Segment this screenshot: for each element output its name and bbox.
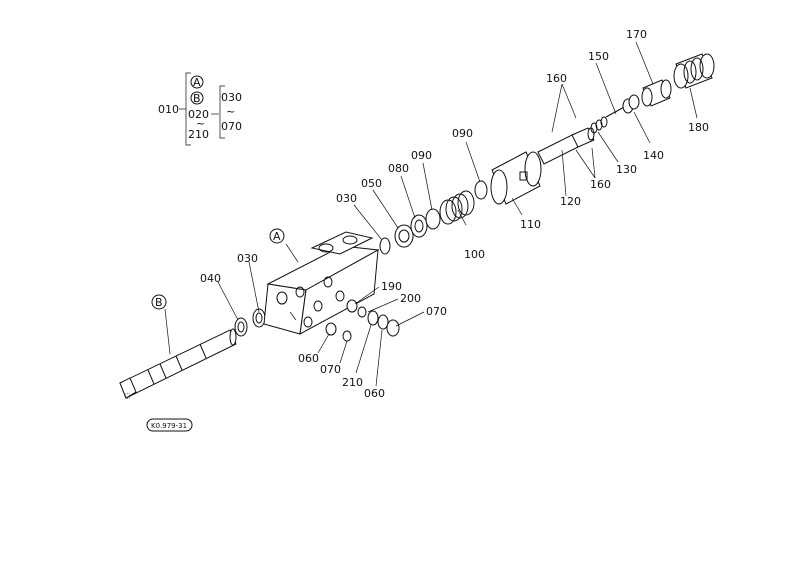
callout-080: 080 (388, 162, 409, 175)
callout-060b: 060 (364, 387, 385, 400)
washer-080 (410, 214, 428, 238)
legend-code-020: 020 (188, 108, 209, 121)
callout-160a: 160 (546, 72, 567, 85)
legend-tilde-2: ~ (226, 105, 235, 118)
callout-030b: 030 (336, 192, 357, 205)
callout-200: 200 (400, 292, 421, 305)
drawing-code-stamp: K0.979-31 (146, 418, 193, 432)
spring-130 (590, 116, 608, 134)
callout-100: 100 (464, 248, 485, 261)
nut-140 (622, 94, 640, 114)
callout-150: 150 (588, 50, 609, 63)
legend-circle-b: B (193, 92, 201, 105)
cap-nut-180 (673, 53, 715, 89)
callout-190: 190 (381, 280, 402, 293)
ring-090-left (425, 208, 441, 230)
callout-labels: 030 040 030 050 080 090 090 100 110 120 … (200, 28, 709, 400)
marker-b: B (151, 294, 167, 310)
callout-170: 170 (626, 28, 647, 41)
marker-b-label: B (155, 296, 163, 309)
callout-090a: 090 (411, 149, 432, 162)
spring-100 (439, 190, 475, 225)
seal-030-right (379, 237, 391, 255)
callout-070b: 070 (426, 305, 447, 318)
legend-circle-a: A (193, 76, 201, 89)
ring-090-right (474, 180, 488, 200)
legend-code-210: 210 (188, 128, 209, 141)
callout-060a: 060 (298, 352, 319, 365)
spool-part: ◌ (119, 328, 237, 400)
plug-set (325, 299, 400, 342)
callout-030a: 030 (237, 252, 258, 265)
locknut-170 (641, 79, 672, 107)
drawing-code: K0.979-31 (151, 422, 187, 430)
legend-block: A B 010 020 ~ 210 030 ~ 070 (158, 72, 242, 146)
callout-140: 140 (643, 149, 664, 162)
seal-040 (234, 317, 248, 337)
marker-a: A (269, 228, 285, 244)
legend-code-010: 010 (158, 103, 179, 116)
callout-110: 110 (520, 218, 541, 231)
callout-160b: 160 (590, 178, 611, 191)
legend-code-030: 030 (221, 91, 242, 104)
callout-040: 040 (200, 272, 221, 285)
callout-050: 050 (361, 177, 382, 190)
callout-090b: 090 (452, 127, 473, 140)
cap-110 (490, 151, 542, 205)
callout-180: 180 (688, 121, 709, 134)
callout-070a: 070 (320, 363, 341, 376)
callout-120: 120 (560, 195, 581, 208)
washer-050 (394, 224, 414, 248)
poppet-120 (537, 127, 595, 165)
legend-code-070: 070 (221, 120, 242, 133)
marker-a-label: A (273, 230, 281, 243)
svg-text:◌: ◌ (124, 391, 131, 400)
callout-130: 130 (616, 163, 637, 176)
legend-tilde-1: ~ (196, 117, 205, 130)
leader-lines (164, 41, 698, 387)
valve-body (263, 231, 380, 335)
callout-210: 210 (342, 376, 363, 389)
